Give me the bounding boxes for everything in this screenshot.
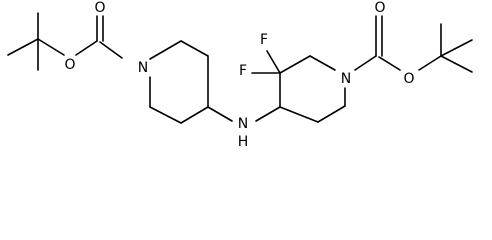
bond — [440, 55, 473, 73]
bond — [354, 55, 377, 71]
atom-label-o: O — [374, 0, 385, 16]
atom-label-f: F — [260, 32, 268, 48]
right-boc-group — [354, 15, 473, 73]
bond — [37, 38, 65, 56]
bond — [7, 38, 39, 56]
molecule-drawing: O O N N H F F N O O — [7, 0, 473, 148]
bond — [180, 106, 209, 124]
bond — [75, 40, 98, 56]
bond — [317, 105, 346, 123]
atom-label-n: N — [341, 71, 351, 87]
bond — [266, 50, 281, 74]
left-boc-group — [7, 12, 123, 71]
bond — [279, 106, 319, 123]
bond — [378, 56, 401, 71]
atom-label-f: F — [239, 63, 247, 79]
bond — [255, 106, 281, 122]
right-difluoropiperidine-ring — [251, 50, 346, 123]
bond — [440, 39, 473, 57]
atom-label-o: O — [403, 71, 414, 87]
bond — [279, 55, 311, 74]
atom-label-o: O — [64, 57, 75, 73]
atom-label-h: H — [238, 134, 249, 148]
left-piperidine-ring — [149, 40, 209, 124]
amine-linker — [207, 106, 281, 122]
bond — [180, 40, 209, 57]
bond — [149, 106, 182, 124]
bond — [418, 55, 442, 71]
bond — [207, 106, 233, 122]
bond — [99, 41, 123, 59]
structure-diagram: O O N N H F F N O O — [7, 0, 473, 148]
atom-label-n: N — [138, 60, 148, 76]
atom-label-o: O — [94, 0, 105, 16]
bond — [149, 40, 182, 60]
bond — [309, 55, 336, 71]
atom-label-n: N — [238, 116, 248, 132]
